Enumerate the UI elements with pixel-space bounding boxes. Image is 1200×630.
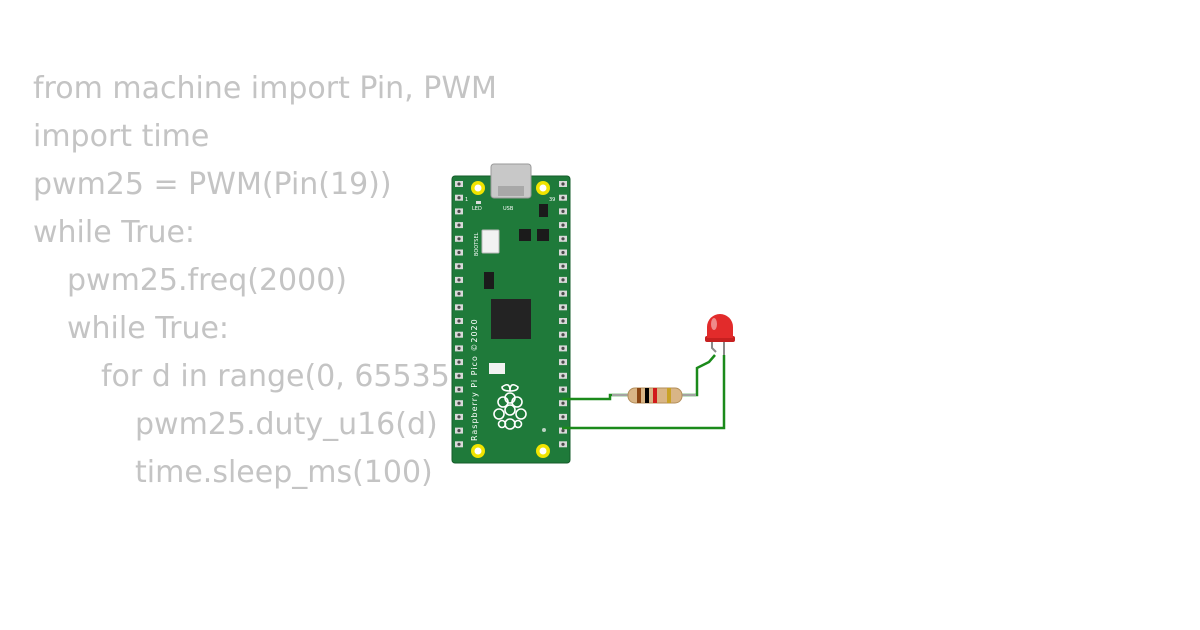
pin-hole: [457, 237, 461, 241]
pin-hole: [561, 237, 565, 241]
pin-hole: [561, 333, 565, 337]
code-line: pwm25.duty_u16(d): [135, 407, 438, 442]
pin-hole: [561, 360, 565, 364]
pin-hole: [457, 374, 461, 378]
pin-hole: [457, 182, 461, 186]
pin-hole: [561, 319, 565, 323]
code-line: pwm25.freq(2000): [67, 263, 348, 298]
resistor-band-3: [653, 388, 657, 403]
pin-hole: [457, 319, 461, 323]
pin-hole: [561, 442, 565, 446]
pin-hole: [457, 333, 461, 337]
pin-header-right: [559, 181, 567, 448]
code-line: while True:: [33, 215, 196, 250]
pin-hole: [457, 292, 461, 296]
pin-hole: [561, 374, 565, 378]
pin-hole: [561, 305, 565, 309]
code-line: import time: [33, 119, 210, 154]
bootsel-button[interactable]: [481, 229, 500, 254]
pico-board[interactable]: LED USB 1 39 BOOTSEL Raspberry Pi Pico ©…: [451, 163, 571, 464]
pin-hole: [457, 209, 461, 213]
pin-header-left: [455, 181, 463, 448]
pin-hole: [457, 346, 461, 350]
pin-hole: [561, 346, 565, 350]
pin-hole: [457, 196, 461, 200]
code-line: while True:: [67, 311, 230, 346]
pin-hole: [561, 278, 565, 282]
pin-39-label: 39: [549, 197, 555, 203]
code-line: time.sleep_ms(100): [135, 455, 433, 490]
pin-hole: [457, 387, 461, 392]
pin-hole: [561, 429, 565, 433]
led-label: LED: [472, 206, 482, 212]
usb-label: USB: [503, 206, 514, 212]
resistor[interactable]: [612, 387, 696, 404]
pin-hole: [457, 401, 461, 405]
code-line: from machine import Pin, PWM: [33, 71, 497, 106]
pin-hole: [561, 415, 565, 419]
board-branding: Raspberry Pi Pico ©2020: [470, 318, 479, 441]
wire-resistor-to-led: [680, 354, 716, 397]
pin-hole: [457, 360, 461, 364]
pin-hole: [561, 250, 565, 255]
code-line: pwm25 = PWM(Pin(19)): [33, 167, 392, 202]
pin-hole: [457, 442, 461, 446]
pin-hole: [561, 264, 565, 268]
pin-hole: [561, 196, 565, 200]
pin-hole: [561, 387, 565, 392]
resistor-band-4: [667, 388, 671, 403]
pin-hole: [561, 223, 565, 227]
pin-hole: [561, 209, 565, 213]
pin-hole: [457, 223, 461, 227]
pin-hole: [457, 305, 461, 309]
pin-hole: [457, 264, 461, 268]
onboard-led: [476, 201, 481, 204]
code-line: for d in range(0, 65535,: [101, 359, 460, 394]
bootsel-label: BOOTSEL: [474, 232, 480, 256]
code-listing: from machine import Pin, PWM import time p…: [33, 65, 497, 497]
rp2040-chip: [491, 299, 531, 339]
pin-hole: [457, 415, 461, 419]
pin-hole: [457, 429, 461, 433]
pin-1-label: 1: [465, 197, 468, 203]
resistor-band-1: [637, 388, 641, 403]
wire-gnd-to-led: [562, 355, 726, 430]
pin-hole: [561, 182, 565, 186]
pin-hole: [457, 250, 461, 255]
mounting-holes: [471, 181, 550, 458]
red-led[interactable]: [705, 314, 735, 355]
resistor-band-2: [645, 388, 649, 403]
raspberry-logo-icon: [493, 383, 527, 430]
pin-hole: [457, 278, 461, 282]
pin-hole: [561, 401, 565, 405]
pin-hole: [561, 292, 565, 296]
